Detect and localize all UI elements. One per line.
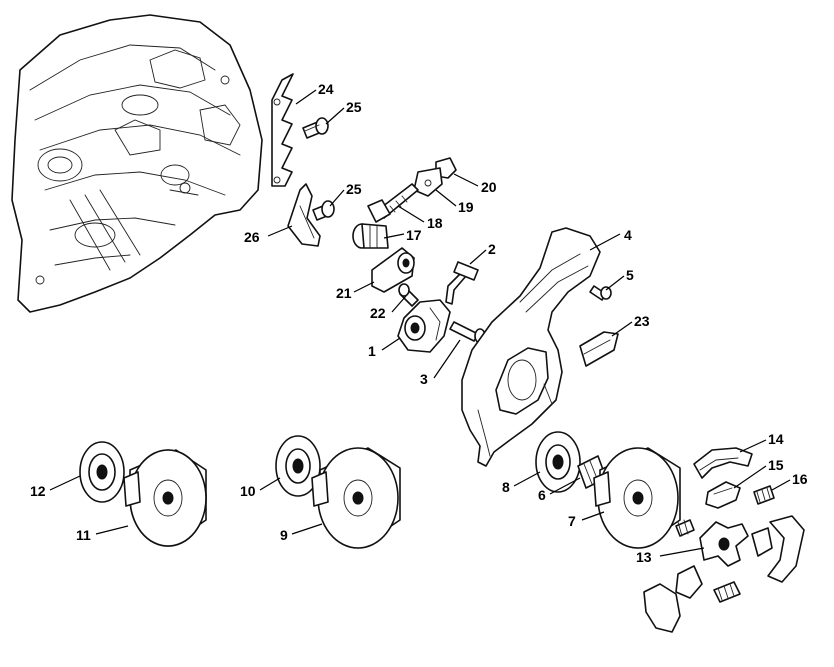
callout-25-lower: 25 xyxy=(346,181,362,197)
part-20-plate xyxy=(413,157,457,197)
callout-16: 16 xyxy=(792,471,808,487)
part-16-spring xyxy=(753,485,775,505)
callout-8: 8 xyxy=(502,479,510,495)
part-17-worm-gear xyxy=(352,223,389,249)
callout-10: 10 xyxy=(240,483,256,499)
callout-20: 20 xyxy=(481,179,497,195)
callout-26: 26 xyxy=(244,229,260,245)
callout-6: 6 xyxy=(538,487,546,503)
part-25-screw-upper xyxy=(302,117,329,139)
callout-2: 2 xyxy=(488,241,496,257)
callout-19: 19 xyxy=(458,199,474,215)
callout-17: 17 xyxy=(406,227,422,243)
callout-4: 4 xyxy=(624,227,632,243)
part-10-sprocket xyxy=(275,435,321,497)
part-7-clutch-drum xyxy=(593,447,681,549)
part-11-clutch-drum xyxy=(123,449,207,547)
callout-5: 5 xyxy=(626,267,634,283)
part-5-screw xyxy=(589,285,612,301)
part-4-cover-plate xyxy=(461,227,601,467)
part-21-housing xyxy=(371,247,415,293)
part-18-adjust-screw xyxy=(367,183,419,223)
callout-12: 12 xyxy=(30,483,46,499)
part-13-clutch-assembly xyxy=(643,515,805,633)
engine-housing xyxy=(11,14,263,313)
part-25-screw-lower xyxy=(312,200,335,221)
callout-7: 7 xyxy=(568,513,576,529)
part-26-clip xyxy=(287,183,321,247)
callout-21: 21 xyxy=(336,285,352,301)
part-9-clutch-drum xyxy=(311,447,401,549)
callout-14: 14 xyxy=(768,431,784,447)
callout-25-upper: 25 xyxy=(346,99,362,115)
callout-13: 13 xyxy=(636,549,652,565)
callout-23: 23 xyxy=(634,313,650,329)
part-24-bracket xyxy=(271,73,294,187)
callout-24: 24 xyxy=(318,81,334,97)
part-23-pad xyxy=(579,331,619,367)
leader-lines xyxy=(49,89,791,557)
callout-9: 9 xyxy=(280,527,288,543)
callout-18: 18 xyxy=(427,215,443,231)
part-22-screw xyxy=(398,283,419,307)
part-2-oil-hose xyxy=(445,261,479,305)
callout-1: 1 xyxy=(368,343,376,359)
callout-labels: 24 25 25 26 20 19 18 17 2 21 22 1 3 4 5 … xyxy=(30,81,808,565)
part-1-oil-pump xyxy=(397,299,451,353)
callout-11: 11 xyxy=(76,527,91,543)
callout-22: 22 xyxy=(370,305,386,321)
callout-15: 15 xyxy=(768,457,784,473)
callout-3: 3 xyxy=(420,371,428,387)
part-12-sprocket xyxy=(79,441,125,503)
part-14-clutch-shoe xyxy=(693,447,753,479)
part-15-carrier xyxy=(705,481,741,509)
part-8-sprocket xyxy=(535,431,581,493)
